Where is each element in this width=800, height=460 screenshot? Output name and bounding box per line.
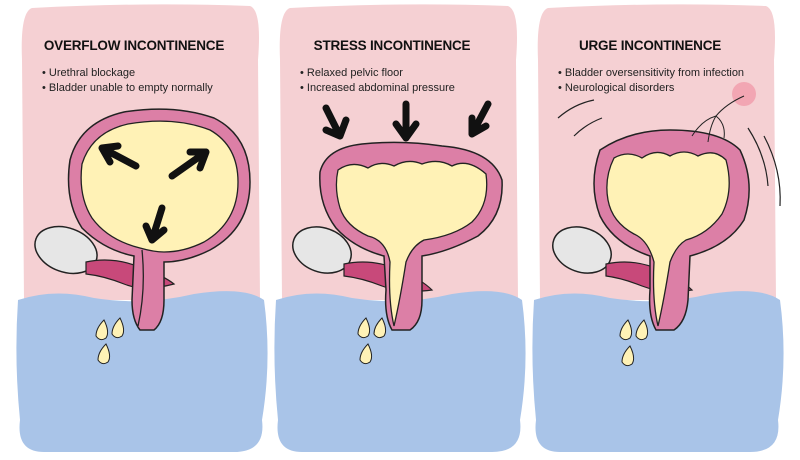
spasm-line: [573, 117, 603, 137]
lower-body-region: [274, 291, 526, 452]
nerve-lines: [691, 95, 745, 143]
urine-drop: [619, 319, 633, 341]
urine-drop: [621, 345, 635, 367]
cause-item: Neurological disorders: [558, 81, 744, 96]
pubic-bone: [292, 226, 352, 274]
urge-panel: URGE INCONTINENCE Bladder oversensitivit…: [530, 0, 792, 460]
urine-drop: [357, 317, 371, 339]
arrow-down: [392, 100, 420, 142]
cause-list: Urethral blockage Bladder unable to empt…: [42, 66, 213, 96]
cause-item: Bladder unable to empty normally: [42, 81, 213, 96]
overflow-panel: OVERFLOW INCONTINENCE Urethral blockage …: [14, 0, 276, 460]
panel-title: OVERFLOW INCONTINENCE: [43, 38, 225, 53]
cause-item: Bladder oversensitivity from infection: [558, 66, 744, 81]
lower-body-region: [16, 291, 268, 452]
urine-drop: [95, 319, 109, 341]
panel-title: URGE INCONTINENCE: [578, 38, 722, 53]
urethra: [137, 249, 144, 327]
lower-body-region: [532, 291, 784, 452]
spasm-line: [747, 127, 769, 187]
pubic-bone: [552, 226, 612, 274]
cause-item: Urethral blockage: [42, 66, 213, 81]
urine-drop: [359, 343, 373, 365]
arrow-down: [142, 204, 168, 244]
bladder-urine: [335, 160, 488, 327]
urine-drop: [635, 319, 649, 341]
arrow-down: [468, 100, 492, 138]
arrow-up-right: [168, 148, 210, 180]
cause-list: Relaxed pelvic floor Increased abdominal…: [300, 66, 455, 96]
urine-drop: [97, 343, 111, 365]
urine-drop: [373, 317, 387, 339]
spasm-line: [763, 135, 781, 207]
bladder-urine: [606, 151, 730, 327]
spasm-line: [557, 99, 595, 119]
cause-list: Bladder oversensitivity from infection N…: [558, 66, 744, 96]
stress-panel: STRESS INCONTINENCE Relaxed pelvic floor…: [272, 0, 534, 460]
urine-drop: [111, 317, 125, 339]
cause-item: Relaxed pelvic floor: [300, 66, 455, 81]
cause-item: Increased abdominal pressure: [300, 81, 455, 96]
arrow-up-left: [98, 142, 140, 170]
panel-title: STRESS INCONTINENCE: [313, 38, 471, 53]
arrow-down: [322, 104, 350, 140]
